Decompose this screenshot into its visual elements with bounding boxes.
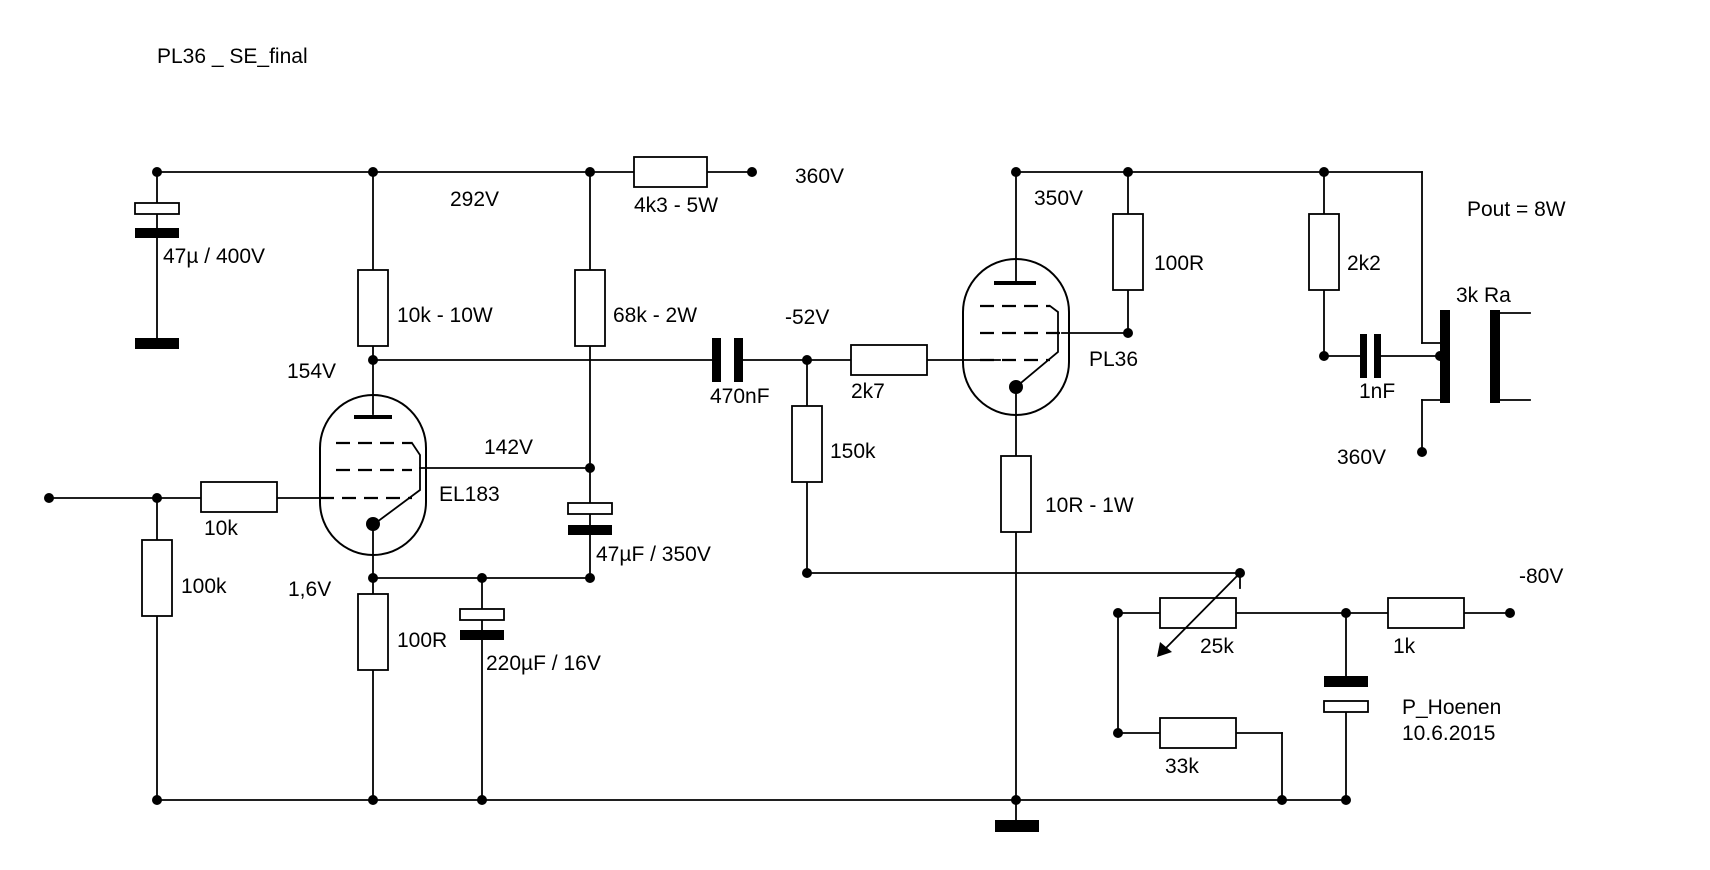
label-10r-1w: 10R - 1W bbox=[1045, 494, 1134, 517]
potentiometer-25k bbox=[1159, 597, 1237, 629]
cap-supply-minus bbox=[135, 228, 179, 238]
label-10k-10w: 10k - 10W bbox=[397, 304, 493, 327]
resistor-100r-screen bbox=[1112, 213, 1144, 291]
potentiometer-wiper bbox=[1157, 571, 1242, 657]
label-154v: 154V bbox=[287, 360, 336, 383]
label-350v: 350V bbox=[1034, 187, 1083, 210]
label-100r-cathode: 100R bbox=[397, 629, 447, 652]
drawing-date: 10.6.2015 bbox=[1402, 722, 1495, 745]
label-minus-52v: -52V bbox=[785, 306, 829, 329]
label-68k-2w: 68k - 2W bbox=[613, 304, 697, 327]
resistors bbox=[141, 156, 1465, 749]
label-360v-supply: 360V bbox=[795, 165, 844, 188]
output-transformer bbox=[1440, 310, 1500, 403]
resistor-68k-2w bbox=[574, 269, 606, 347]
label-2k7: 2k7 bbox=[851, 380, 885, 403]
resistor-10k-input bbox=[200, 481, 278, 513]
resistor-100r-cathode bbox=[357, 593, 389, 671]
label-minus-80v: -80V bbox=[1519, 565, 1563, 588]
resistor-10r-1w bbox=[1000, 455, 1032, 533]
resistor-100k bbox=[141, 539, 173, 617]
label-1k: 1k bbox=[1393, 635, 1416, 658]
cap-snubber-b bbox=[1374, 334, 1381, 378]
resistor-33k bbox=[1159, 717, 1237, 749]
label-4k3-5w: 4k3 - 5W bbox=[634, 194, 718, 217]
label-470nf: 470nF bbox=[710, 385, 770, 408]
labels: PL36 _ SE_final 360V 292V 154V 142V 1,6V… bbox=[157, 45, 1566, 778]
resistor-150k bbox=[791, 405, 823, 483]
resistor-2k7 bbox=[850, 344, 928, 376]
label-47uf-350v: 47µF / 350V bbox=[596, 543, 711, 566]
label-pout: Pout = 8W bbox=[1467, 198, 1566, 221]
junction-dots bbox=[44, 167, 1515, 805]
label-2k2: 2k2 bbox=[1347, 252, 1381, 275]
tube-el183 bbox=[319, 394, 427, 556]
label-360v-output: 360V bbox=[1337, 446, 1386, 469]
cap-coupling-b bbox=[734, 338, 743, 382]
label-25k: 25k bbox=[1200, 635, 1234, 658]
schematic-title: PL36 _ SE_final bbox=[157, 45, 308, 68]
label-10k-input: 10k bbox=[204, 517, 238, 540]
label-150k: 150k bbox=[830, 440, 876, 463]
resistor-1k bbox=[1387, 597, 1465, 629]
wires bbox=[48, 171, 1531, 821]
label-292v: 292V bbox=[450, 188, 499, 211]
label-33k: 33k bbox=[1165, 755, 1199, 778]
tube-pl36 bbox=[962, 258, 1070, 416]
cap-snubber-a bbox=[1360, 334, 1367, 378]
label-el183: EL183 bbox=[439, 483, 500, 506]
label-3k-ra: 3k Ra bbox=[1456, 284, 1511, 307]
capacitors bbox=[134, 202, 1381, 832]
label-pl36: PL36 bbox=[1089, 348, 1138, 371]
cap-screen-minus bbox=[568, 525, 612, 535]
resistor-10k-10w bbox=[357, 269, 389, 347]
label-100r-screen: 100R bbox=[1154, 252, 1204, 275]
cap-cathode-minus bbox=[460, 630, 504, 640]
cap-cathode-plus bbox=[459, 608, 505, 621]
author-name: P_Hoenen bbox=[1402, 696, 1501, 719]
label-220uf-16v: 220µF / 16V bbox=[486, 652, 601, 675]
ground-symbol bbox=[995, 820, 1039, 832]
cap-bias-minus bbox=[1324, 676, 1368, 687]
resistor-4k3 bbox=[633, 156, 708, 188]
cap-bias-plus bbox=[1323, 700, 1369, 713]
label-100k: 100k bbox=[181, 575, 227, 598]
label-1-6v: 1,6V bbox=[288, 578, 331, 601]
resistor-2k2 bbox=[1308, 213, 1340, 291]
cap-screen-plus bbox=[567, 502, 613, 515]
label-1nf: 1nF bbox=[1359, 380, 1395, 403]
cap-coupling-a bbox=[712, 338, 721, 382]
cap-supply-plus bbox=[134, 202, 180, 215]
ground-stub-supply bbox=[135, 338, 179, 349]
label-47u-400v: 47µ / 400V bbox=[163, 245, 265, 268]
label-142v: 142V bbox=[484, 436, 533, 459]
